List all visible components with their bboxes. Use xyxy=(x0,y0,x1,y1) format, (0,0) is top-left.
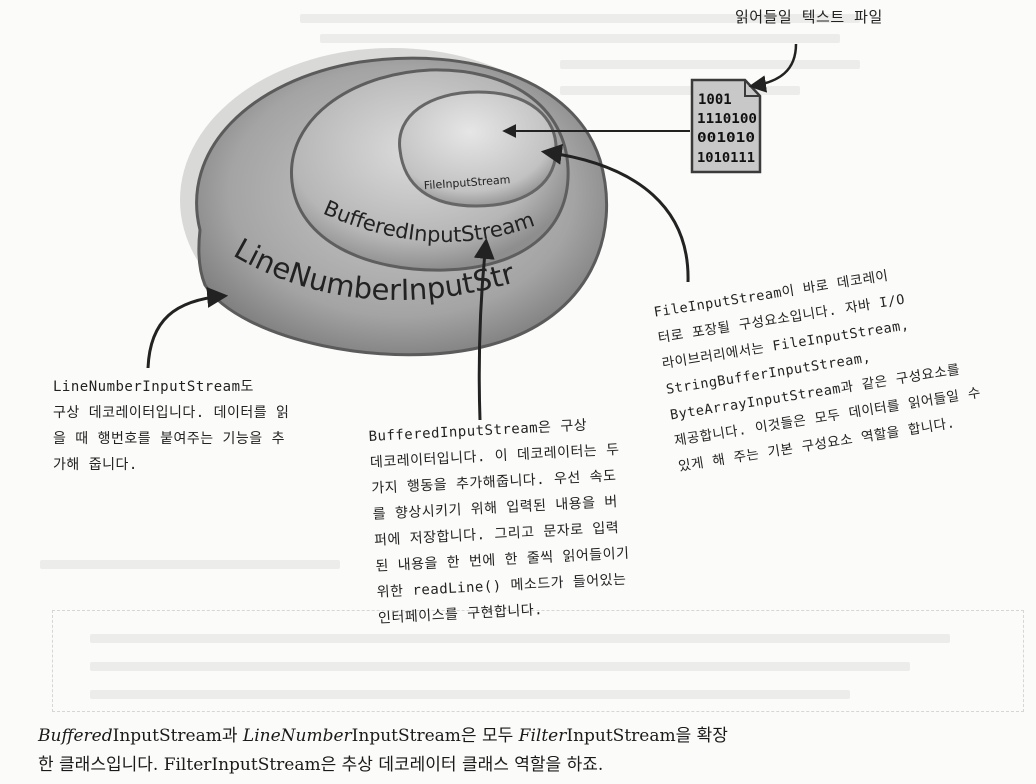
label-to-file-arrow xyxy=(748,43,798,93)
file-line-3: 001010 xyxy=(697,131,755,146)
caption-emphasis: Filter xyxy=(518,726,567,746)
note-line: 가해 줍니다. xyxy=(53,457,138,473)
caption-emphasis: Buffered xyxy=(38,726,113,746)
caption: BufferedInputStream과 LineNumberInputStre… xyxy=(38,722,728,780)
note-line: LineNumberInputStream도 xyxy=(53,379,254,395)
file-line-2: 1110100 xyxy=(697,112,757,127)
caption-text: InputStream을 확장 xyxy=(566,726,728,746)
caption-text: InputStream과 xyxy=(112,726,243,746)
caption-text: InputStream은 모두 xyxy=(351,726,519,746)
note-line: 을 때 행번호를 붙여주는 기능을 추 xyxy=(53,431,285,447)
caption-emphasis: LineNumber xyxy=(242,726,352,746)
note-line: 구상 데코레이터입니다. 데이터를 읽 xyxy=(53,405,290,421)
file-line-4: 1010111 xyxy=(697,151,755,166)
faint-print-area xyxy=(52,610,1024,712)
caption-line-2: 한 클래스입니다. FilterInputStream은 추상 데코레이터 클래… xyxy=(38,755,604,775)
inner-layer-label: FileInputStream xyxy=(423,173,510,192)
file-layer xyxy=(398,90,558,208)
file-label: 읽어들일 텍스트 파일 xyxy=(735,8,883,26)
caption-line-1: BufferedInputStream과 LineNumberInputStre… xyxy=(38,722,728,751)
buffered-note: BufferedInputStream은 구상 데코레이터입니다. 이 데코레이… xyxy=(368,411,633,632)
text-file-icon: 1001 1110100 001010 1010111 xyxy=(690,78,762,174)
buffered-note-arrow xyxy=(473,237,495,421)
line-number-note-arrow xyxy=(146,286,229,369)
file-line-1: 1001 xyxy=(698,92,732,108)
file-note-arrow xyxy=(540,143,690,283)
line-number-note: LineNumberInputStream도 구상 데코레이터입니다. 데이터를… xyxy=(53,374,289,478)
